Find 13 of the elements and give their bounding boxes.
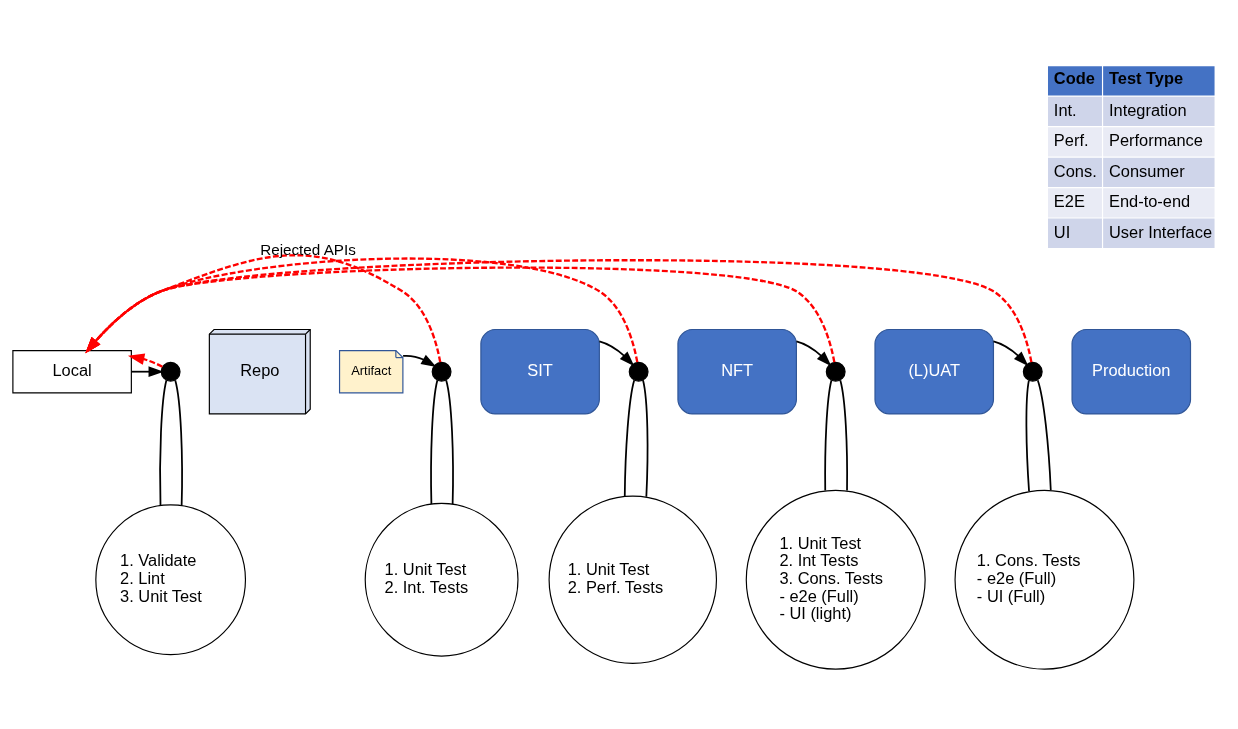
label: Integration: [1108, 100, 1187, 119]
label: Perf.: [1053, 131, 1089, 150]
label: E2E: [1053, 192, 1085, 211]
label: Performance: [1108, 131, 1203, 150]
label: Code: [1053, 68, 1095, 87]
label: End-to-end: [1108, 192, 1191, 211]
label: Int.: [1053, 100, 1077, 119]
label: Cons.: [1053, 161, 1097, 180]
label: User Interface: [1108, 222, 1213, 241]
edge-label: Rejected APIs: [260, 241, 356, 259]
label: Consumer: [1108, 161, 1185, 180]
label: UI: [1053, 222, 1071, 241]
label: Test Type: [1108, 68, 1184, 87]
